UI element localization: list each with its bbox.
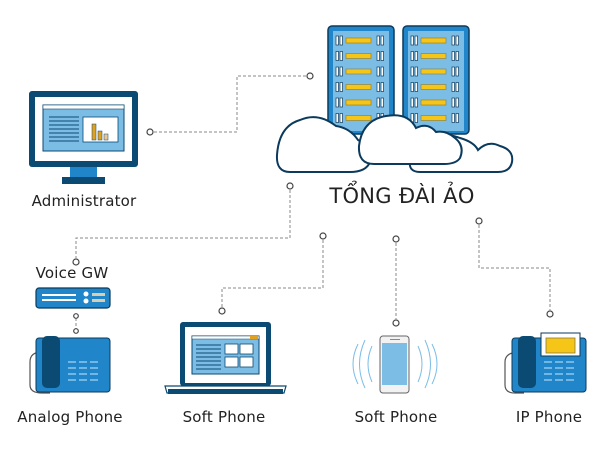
rack-vent (339, 113, 343, 123)
connector-node (392, 235, 400, 243)
label-soft-phone-mobile: Soft Phone (354, 408, 438, 426)
rack-vent (414, 51, 418, 61)
rack-vent (335, 35, 339, 46)
server-rack-icon (402, 25, 470, 135)
connector-node (475, 217, 483, 225)
rack-vent (339, 97, 343, 108)
rack-vent (376, 51, 380, 61)
connector-node (306, 72, 314, 80)
rack-vent (455, 35, 459, 46)
rack-drive-led (420, 68, 447, 75)
connector-administrator (154, 75, 306, 133)
connector-node (319, 232, 327, 240)
rack-vent (410, 66, 414, 77)
rack-drive-led (345, 84, 372, 90)
hub-title: TỔNG ĐÀI ẢO (329, 184, 475, 208)
rack-vent (380, 97, 384, 108)
laptop-icon (164, 322, 287, 394)
rack-vent (410, 35, 414, 46)
rack-vent (410, 97, 414, 108)
rack-vent (339, 82, 343, 92)
label-voice-gw: Voice GW (35, 264, 109, 282)
rack-drive-led (420, 115, 447, 121)
desktop-monitor-icon (29, 91, 138, 184)
rack-vent (414, 66, 418, 77)
rack-drive-led (345, 115, 372, 121)
rack-vent (376, 82, 380, 92)
rack-vent (339, 51, 343, 61)
rack-vent (376, 35, 380, 46)
rack-drive-led (420, 37, 447, 44)
rack-vent (335, 97, 339, 108)
rack-vent (414, 35, 418, 46)
rack-drive-led (420, 53, 447, 59)
rack-vent (451, 97, 455, 108)
rack-drive-led (345, 37, 372, 44)
connector-node (72, 258, 80, 266)
rack-drive-led (420, 84, 447, 90)
rack-vent (376, 66, 380, 77)
rack-vent (455, 97, 459, 108)
rack-vent (455, 51, 459, 61)
label-analog-phone: Analog Phone (17, 408, 123, 426)
rack-drive-led (345, 68, 372, 75)
rack-vent (339, 66, 343, 77)
rack-vent (376, 97, 380, 108)
desk-phone-icon (29, 336, 111, 394)
connector-node (286, 182, 294, 190)
voice-gateway-icon (35, 287, 111, 309)
server-rack-icon (327, 25, 395, 135)
rack-vent (380, 35, 384, 46)
connector-node (546, 310, 554, 318)
rack-vent (335, 51, 339, 61)
connector-node (73, 328, 79, 334)
connector-node (218, 307, 226, 315)
connector-ip-phone (478, 225, 551, 310)
rack-vent (451, 82, 455, 92)
rack-vent (455, 66, 459, 77)
smartphone-icon (352, 335, 438, 394)
rack-vent (451, 35, 455, 46)
cloud-servers-icon (275, 25, 514, 173)
rack-vent (380, 51, 384, 61)
ip-phone-icon (504, 332, 587, 394)
rack-vent (410, 51, 414, 61)
connector-node (73, 313, 79, 319)
label-soft-phone-laptop: Soft Phone (182, 408, 266, 426)
rack-vent (451, 113, 455, 123)
rack-vent (335, 113, 339, 123)
rack-vent (451, 51, 455, 61)
rack-vent (380, 66, 384, 77)
connector-voice-gw (75, 190, 291, 258)
connector-soft-phone-laptop (221, 240, 324, 307)
connector-node (146, 128, 154, 136)
cloud-shape (357, 114, 463, 165)
rack-vent (455, 113, 459, 123)
rack-vent (339, 35, 343, 46)
rack-vent (335, 82, 339, 92)
rack-vent (335, 66, 339, 77)
rack-vent (414, 82, 418, 92)
label-administrator: Administrator (31, 192, 137, 210)
rack-vent (414, 97, 418, 108)
rack-vent (414, 113, 418, 123)
label-ip-phone: IP Phone (515, 408, 583, 426)
rack-drive-led (420, 99, 447, 106)
rack-vent (410, 82, 414, 92)
rack-vent (455, 82, 459, 92)
rack-drive-led (345, 99, 372, 106)
rack-vent (451, 66, 455, 77)
rack-vent (380, 82, 384, 92)
rack-drive-led (345, 53, 372, 59)
connector-node (392, 319, 400, 327)
